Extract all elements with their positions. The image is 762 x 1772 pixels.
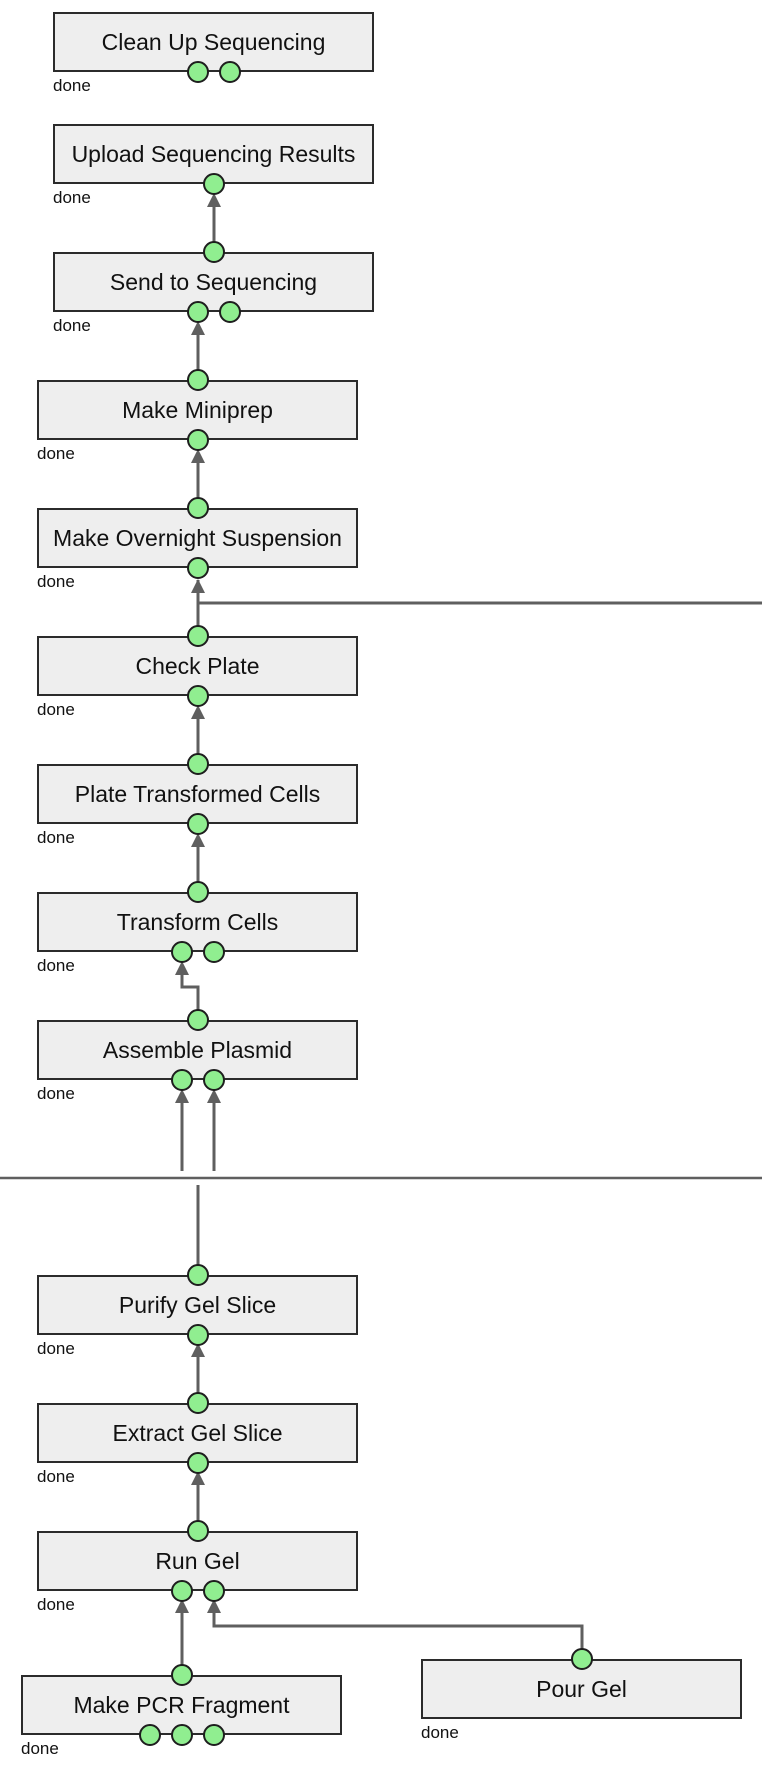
output-port[interactable] [171,1580,193,1602]
operation-label: Make PCR Fragment [73,1691,290,1718]
input-port[interactable] [203,241,225,263]
output-port[interactable] [139,1724,161,1746]
operation-status: done [37,572,75,591]
output-port[interactable] [203,1069,225,1091]
arrowhead [207,1089,221,1103]
wire-assemble-to-transform [180,964,200,1020]
input-port[interactable] [187,497,209,519]
arrowhead [175,961,189,975]
arrowhead [175,1599,189,1613]
operation-status: done [37,828,75,847]
operation-label: Send to Sequencing [109,268,318,295]
operation-label: Run Gel [155,1547,240,1574]
operation-label: Extract Gel Slice [112,1419,283,1446]
operation-status: done [37,1084,75,1103]
output-port[interactable] [187,1324,209,1346]
arrowhead [191,1343,205,1357]
wire-pourgel-to-rungel [212,1602,584,1659]
operation-status: done [21,1739,59,1758]
operation-label: Pour Gel [536,1675,627,1702]
output-port[interactable] [219,61,241,83]
operation-status: done [37,444,75,463]
output-port[interactable] [187,429,209,451]
operation-status: done [37,700,75,719]
operation-label: Make Overnight Suspension [53,524,342,551]
operation-label: Transform Cells [116,908,279,935]
output-port[interactable] [203,1580,225,1602]
output-port[interactable] [219,301,241,323]
operation-status: done [37,1595,75,1614]
input-port[interactable] [187,753,209,775]
input-port[interactable] [187,1264,209,1286]
arrowhead [191,705,205,719]
operation-status: done [421,1723,459,1742]
output-port[interactable] [187,813,209,835]
operation-clean-up-sequencing[interactable]: Clean Up Sequencing [53,12,374,72]
input-port[interactable] [171,1664,193,1686]
input-port[interactable] [187,1520,209,1542]
operation-label: Assemble Plasmid [102,1036,293,1063]
operation-status: done [53,316,91,335]
output-port[interactable] [171,1069,193,1091]
arrowhead [175,1089,189,1103]
output-port[interactable] [203,941,225,963]
output-port[interactable] [187,61,209,83]
output-port[interactable] [187,301,209,323]
wire-check-plate-branch [196,601,762,636]
operation-label: Upload Sequencing Results [71,140,356,167]
operation-status: done [37,956,75,975]
input-port[interactable] [187,369,209,391]
operation-status: done [53,188,91,207]
arrowhead [207,193,221,207]
input-port[interactable] [187,1009,209,1031]
arrowhead [191,833,205,847]
operation-status: done [37,1467,75,1486]
output-port[interactable] [171,1724,193,1746]
input-port[interactable] [187,1392,209,1414]
operation-pour-gel[interactable]: Pour Gel [421,1659,742,1719]
output-port[interactable] [187,685,209,707]
output-port[interactable] [203,173,225,195]
input-port[interactable] [571,1648,593,1670]
output-port[interactable] [187,1452,209,1474]
operation-status: done [53,76,91,95]
operation-transform-cells[interactable]: Transform Cells [37,892,358,952]
operation-label: Plate Transformed Cells [74,780,321,807]
input-port[interactable] [187,881,209,903]
input-port[interactable] [187,625,209,647]
output-port[interactable] [187,557,209,579]
operation-label: Purify Gel Slice [118,1291,277,1318]
operation-label: Make Miniprep [122,396,273,423]
operation-label: Check Plate [135,652,260,679]
arrowhead [191,321,205,335]
arrowhead [191,579,205,593]
arrowhead [207,1599,221,1613]
arrowhead [191,449,205,463]
output-port[interactable] [171,941,193,963]
operation-status: done [37,1339,75,1358]
output-port[interactable] [203,1724,225,1746]
arrowhead [191,1471,205,1485]
operation-label: Clean Up Sequencing [101,28,326,55]
